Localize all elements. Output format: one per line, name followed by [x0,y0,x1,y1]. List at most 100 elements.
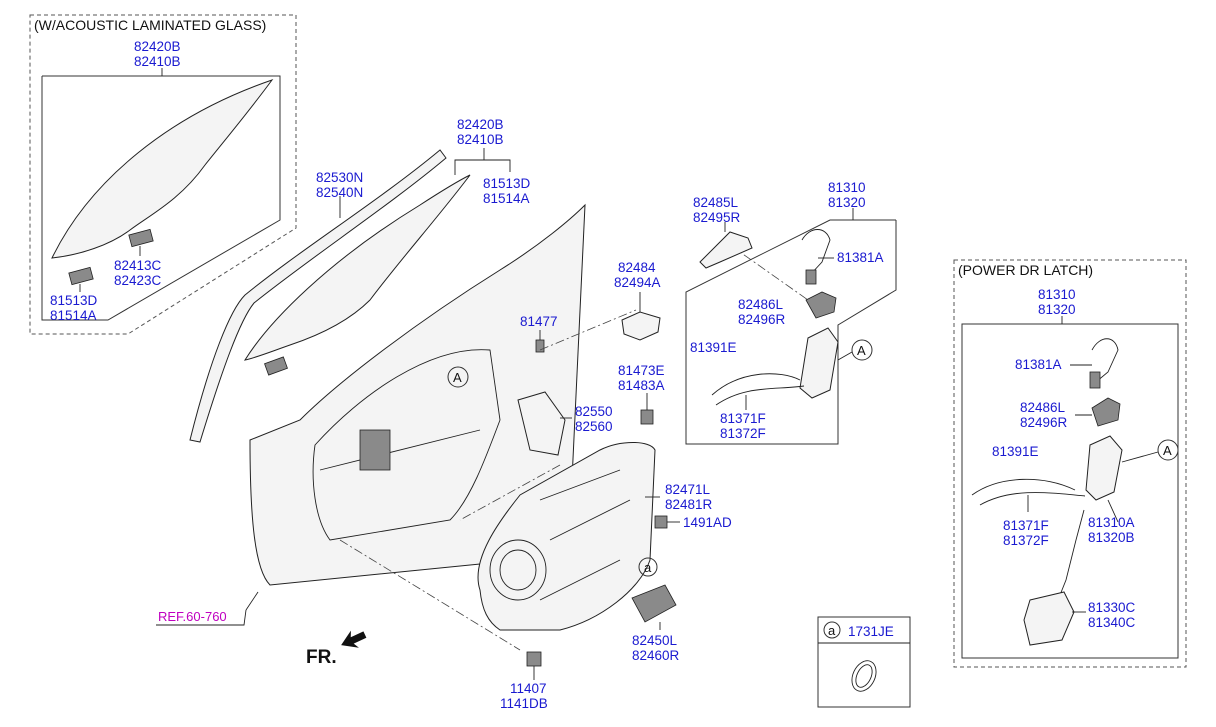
label-82495r: 82495R [693,210,741,225]
plug-legend-box [817,616,911,708]
label-81372f-power: 81372F [1003,533,1049,548]
label-82494a: 82494A [614,275,661,290]
power-latch-inner-box [961,323,1179,659]
label-82481r: 82481R [665,497,713,512]
acoustic-glass-clip [128,228,154,248]
label-82450l: 82450L [632,633,678,648]
label-81320-power: 81320 [1038,302,1076,317]
bolt-81477 [535,339,545,353]
plug-icon [851,660,877,692]
label-81514a-acoustic: 81514A [50,308,97,323]
power-latch-section-box [953,259,1187,668]
label-81310a-power: 81310A [1088,515,1135,530]
outside-handle-bracket [699,231,753,269]
label-81381a: 81381A [837,250,884,265]
power-latch-section-title: (POWER DR LATCH) [958,262,1093,278]
label-81372f: 81372F [720,426,766,441]
label-81371f-power: 81371F [1003,518,1049,533]
ref-label: REF.60-760 [158,609,227,624]
clip-81473e [640,409,654,425]
door-hinge-block [359,429,391,471]
screw-11407 [526,651,542,667]
power-latch-actuator [1023,591,1075,646]
power-latch-cable-1 [971,478,1076,496]
label-82530n: 82530N [316,170,363,185]
ref-mark-small-a: a [644,560,652,575]
label-81371f: 81371F [720,411,766,426]
acoustic-glass-section-title: (W/ACOUSTIC LAMINATED GLASS) [34,17,266,33]
door-module-panel [477,442,656,631]
power-latch-actuator-cable [1057,509,1085,601]
label-81340c-power: 81340C [1088,615,1136,630]
latch-rod [801,229,831,276]
module-speaker-hole [489,539,547,601]
power-latch-cable-2 [979,492,1086,506]
label-82540n: 82540N [316,185,363,200]
label-11407: 11407 [510,681,547,696]
label-82485l: 82485L [693,195,739,210]
power-latch-cover [1091,397,1121,427]
label-81473e: 81473E [618,363,665,378]
label-82423c: 82423C [114,273,162,288]
label-81477: 81477 [520,314,558,329]
plug-legend-circle [823,621,841,639]
label-1731je: 1731JE [848,624,894,639]
ref-mark-a-latch: A [857,343,866,358]
door-ref-circle-a [447,366,469,388]
glass-run-channel [189,149,447,443]
label-82410b-top: 82410B [134,54,181,69]
latch-cover [805,291,837,319]
label-82496r-power: 82496R [1020,415,1068,430]
label-81310-power: 81310 [1038,287,1076,302]
label-82484: 82484 [618,260,656,275]
latch-ref-circle-a [851,339,873,361]
label-82560: 82560 [575,419,613,434]
label-1141db: 1141DB [500,696,548,711]
label-81513d-acoustic: 81513D [50,293,98,308]
label-1491ad: 1491AD [683,515,732,530]
door-glass-stopper [264,356,288,376]
latch-rod-end [805,269,817,285]
label-82420b: 82420B [457,117,504,132]
label-82410b: 82410B [457,132,504,147]
label-82550: 82550 [575,404,613,419]
label-82460r: 82460R [632,648,680,663]
power-latch-rod-end [1089,371,1101,389]
door-glass-pane [243,174,471,361]
front-direction-label: FR. [306,647,337,668]
power-door-latch [1085,435,1123,501]
plug-legend-key: a [828,623,836,638]
door-inner-panel [249,203,586,586]
grommet-1491ad [654,515,668,529]
door-panel-opening [312,349,501,541]
front-arrow-icon [341,630,367,648]
ref-mark-a-power: A [1163,443,1172,458]
power-latch-ref-circle-a [1157,439,1179,461]
latch-assembly-box [685,219,897,445]
window-regulator-motor [631,584,677,623]
label-81514a: 81514A [483,191,530,206]
label-81320b-power: 81320B [1088,530,1135,545]
label-81310: 81310 [828,180,866,195]
label-82486l: 82486L [738,297,784,312]
inside-handle-bracket [621,311,661,341]
label-81320: 81320 [828,195,866,210]
label-82420b-top: 82420B [134,39,181,54]
ref-mark-a-door: A [453,370,462,385]
label-81391e: 81391E [690,340,737,355]
label-81391e-power: 81391E [992,444,1039,459]
motor-ref-circle [638,557,658,577]
label-82486l-power: 82486L [1020,400,1066,415]
speaker-bracket [517,391,566,456]
door-latch [799,327,839,399]
label-81513d: 81513D [483,176,531,191]
acoustic-glass-inner-box [41,75,281,321]
acoustic-glass-pane [51,79,274,259]
label-82413c: 82413C [114,258,162,273]
acoustic-glass-section-box [29,14,297,335]
latch-cable-1 [711,373,801,396]
label-82471l: 82471L [665,482,711,497]
latch-cable-2 [715,385,805,406]
